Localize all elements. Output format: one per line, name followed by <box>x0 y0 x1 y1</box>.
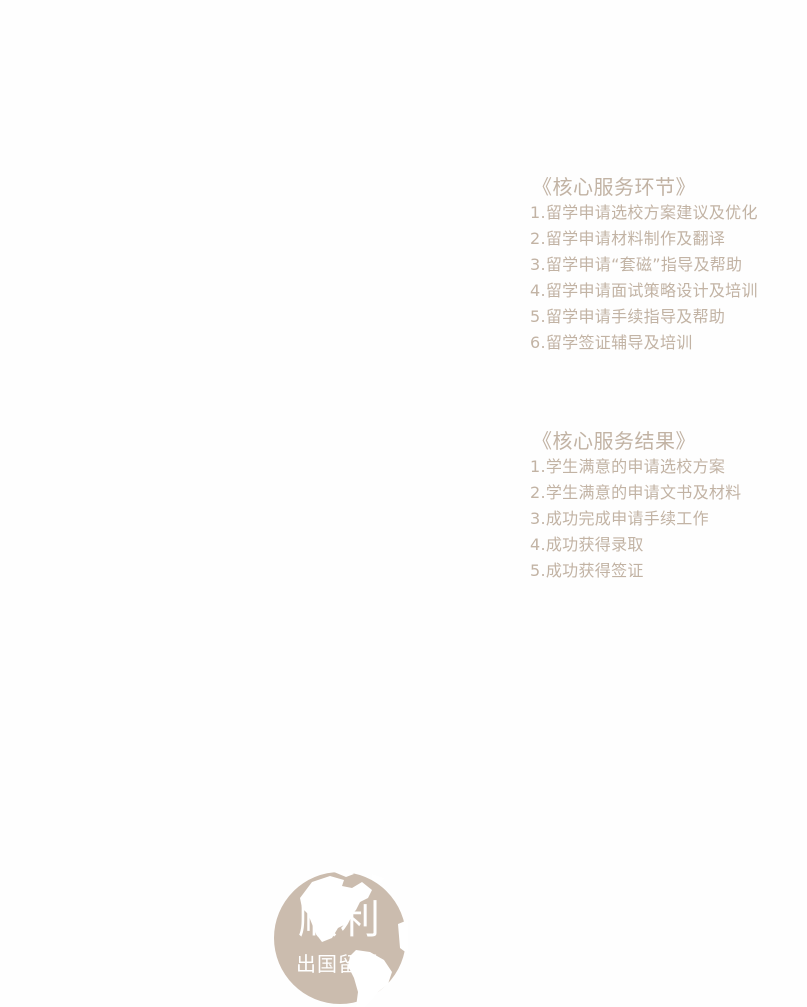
list-item: 1.留学申请选校方案建议及优化 <box>530 203 758 222</box>
service-results-list: 1.学生满意的申请选校方案 2.学生满意的申请文书及材料 3.成功完成申请手续工… <box>530 454 741 584</box>
list-item: 5.留学申请手续指导及帮助 <box>530 307 726 326</box>
list-item: 2.学生满意的申请文书及材料 <box>530 483 742 502</box>
core-service-steps-section: 《核心服务环节》 1.留学申请选校方案建议及优化 2.留学申请材料制作及翻译 3… <box>530 174 758 356</box>
list-item: 2.留学申请材料制作及翻译 <box>530 229 726 248</box>
globe-icon <box>274 870 408 1007</box>
list-item: 3.留学申请“套磁”指导及帮助 <box>530 255 743 274</box>
list-item: 4.留学申请面试策略设计及培训 <box>530 281 758 300</box>
brand-logo: 顺利 出国留学 <box>272 868 408 1007</box>
list-item: 6.留学签证辅导及培训 <box>530 333 693 352</box>
core-service-results-section: 《核心服务结果》 1.学生满意的申请选校方案 2.学生满意的申请文书及材料 3.… <box>530 428 741 584</box>
list-item: 3.成功完成申请手续工作 <box>530 509 709 528</box>
logo-main-text: 顺利 <box>298 897 382 943</box>
service-steps-list: 1.留学申请选校方案建议及优化 2.留学申请材料制作及翻译 3.留学申请“套磁”… <box>530 200 758 356</box>
logo-sub-text: 出国留学 <box>296 952 380 976</box>
section-title: 《核心服务结果》 <box>532 429 696 453</box>
list-item: 1.学生满意的申请选校方案 <box>530 457 726 476</box>
list-item: 5.成功获得签证 <box>530 561 644 580</box>
section-title: 《核心服务环节》 <box>532 175 696 199</box>
list-item: 4.成功获得录取 <box>530 535 644 554</box>
